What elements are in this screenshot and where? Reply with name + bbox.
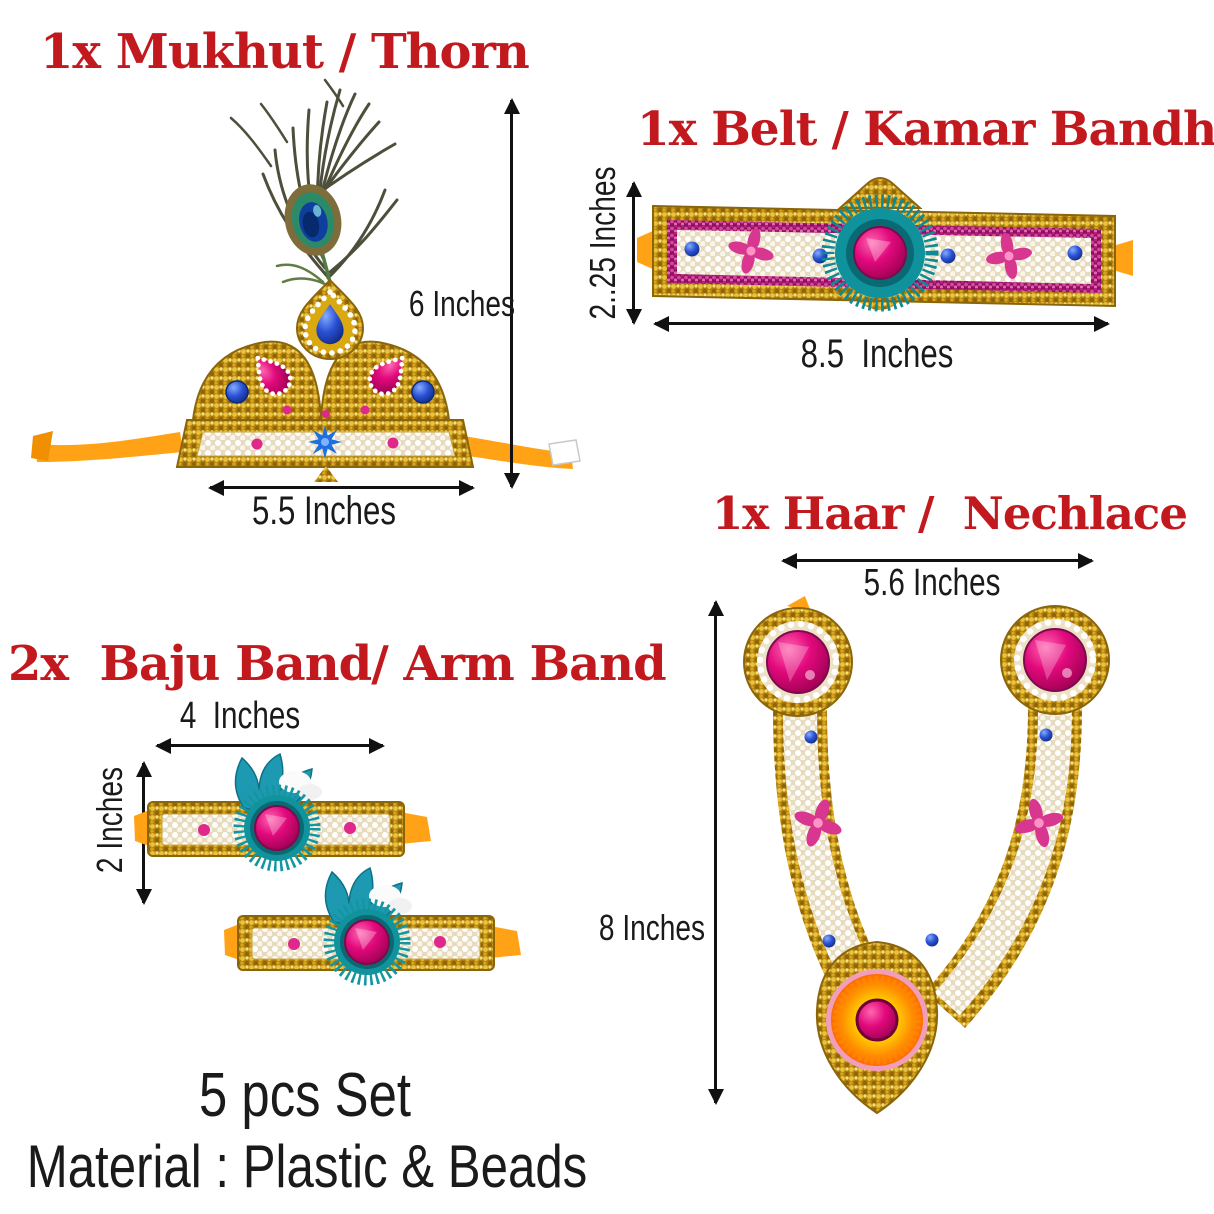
haar-width-arrow [781,552,1094,569]
necklace-medallion-right [1000,605,1110,715]
material-text: Material : Plastic & Beads [26,1133,588,1200]
haar-title: 1x Haar / Nechlace [712,487,1188,540]
head-ribbon [31,431,581,469]
crown-gems [225,349,435,418]
armband-photo-2 [222,866,522,986]
mukhut-width-arrow [208,479,475,496]
crown-teardrop [295,278,365,360]
necklace-pendant [815,940,939,1115]
armband-title: 2x Baju Band/ Arm Band [8,636,667,692]
belt-height-label: 2..25 Inches [582,166,623,320]
haar-height-arrow [707,600,724,1105]
belt-photo [637,177,1133,312]
feather-eye [284,184,342,256]
haar-width-label: 5.6 Inches [863,562,1001,604]
armband-height-label: 2 Inches [89,766,130,874]
mukhut-height-label: 6 Inches [408,283,516,324]
haar-photo [743,596,1110,1115]
necklace-strap-gems [786,728,1070,948]
belt-rosette [821,194,939,312]
haar-height-label: 8 Inches [598,907,706,948]
mukhut-title: 1x Mukhut / Thorn [40,24,530,80]
mukhut-height-arrow [503,98,520,489]
set-count-text: 5 pcs Set [199,1061,411,1130]
mukhut-width-label: 5.5 Inches [252,489,396,533]
necklace-medallion-left [743,596,853,717]
pendant-sunflower [826,969,928,1071]
belt-width-label: 8.5 Inches [800,332,954,376]
necklace-strap-right [924,707,1082,1029]
belt-width-arrow [653,315,1110,332]
mukhut-photo [31,78,581,482]
belt-height-arrow [625,181,642,325]
armband-width-arrow [155,737,385,754]
belt-title: 1x Belt / Kamar Bandh [637,102,1214,157]
armband-width-label: 4 Inches [179,695,301,737]
armband-photo-1 [132,752,432,872]
crown-base-band [175,419,475,482]
